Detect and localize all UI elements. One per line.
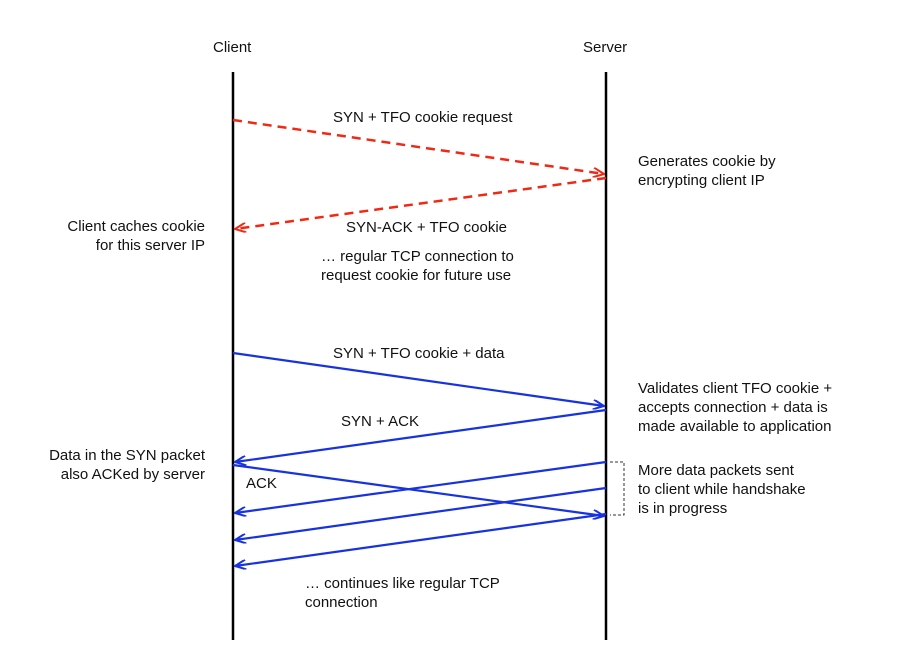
note-line: also ACKed by server [60,466,205,483]
note-line: Data in the SYN packet [49,447,205,464]
note-line: is in progress [638,500,728,517]
client-header: Client [213,39,252,56]
data-packet-arrow-1 [235,460,607,513]
syn-ack-label: SYN + ACK [341,413,419,430]
note-line: encrypting client IP [638,172,765,189]
note-line: Validates client TFO cookie + [638,380,833,397]
note-line: accepts connection + data is [638,399,828,416]
note-line: for this server IP [95,237,205,254]
note-line: Client caches cookie [67,218,205,235]
syn-ack-tfo-cookie-arrow [235,176,607,229]
note-line: connection [305,594,378,611]
note-line: More data packets sent [638,462,794,479]
client-caches-note: Client caches cookie for this server IP [67,217,205,255]
server-generates-note: Generates cookie by encrypting client IP [638,152,776,190]
syn-ack-tfo-cookie-label: SYN-ACK + TFO cookie [346,219,508,236]
data-packets-bracket [610,461,625,516]
syn-ack-arrow [235,408,607,462]
data-packet-arrow-3 [235,512,607,566]
server-header: Server [583,39,628,56]
syn-tfo-cookie-request-label: SYN + TFO cookie request [333,109,513,126]
syn-tfo-cookie-request-arrow [232,118,604,174]
note-line: request cookie for future use [321,267,512,284]
note-line: Generates cookie by [638,153,776,170]
more-data-note: More data packets sent to client while h… [638,461,806,518]
continues-note: … continues like regular TCP connection [305,574,500,612]
syn-tfo-cookie-data-arrow [232,351,604,406]
note-line: to client while handshake [638,481,806,498]
regular-tcp-note: … regular TCP connection to request cook… [321,247,514,285]
client-data-acked-note: Data in the SYN packet also ACKed by ser… [49,446,205,484]
note-line: … regular TCP connection to [321,248,514,265]
note-line: made available to application [638,418,832,435]
note-line: … continues like regular TCP [305,575,500,592]
server-validates-note: Validates client TFO cookie + accepts co… [638,379,832,436]
data-packet-arrow-2 [235,486,607,540]
syn-tfo-cookie-data-label: SYN + TFO cookie + data [333,345,505,362]
ack-label: ACK [246,475,277,492]
ack-arrow [232,463,604,516]
